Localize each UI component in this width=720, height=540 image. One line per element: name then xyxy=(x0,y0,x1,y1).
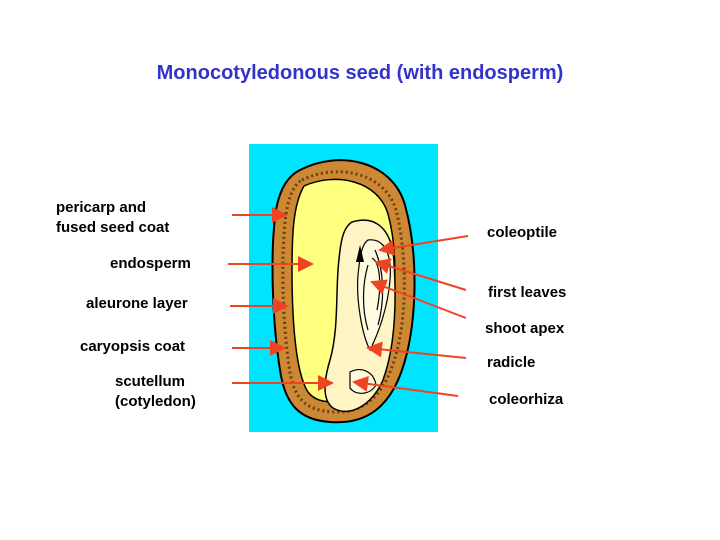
arrow-shoot-apex xyxy=(370,279,467,319)
diagram-title: Monocotyledonous seed (with endosperm) xyxy=(156,62,564,84)
aleurone-layer xyxy=(281,170,406,414)
label-caryopsis: caryopsis coat xyxy=(80,338,186,355)
label-first-leaves: first leaves xyxy=(488,284,567,301)
label-radicle: radicle xyxy=(487,354,536,371)
label-scutellum: scutellum (cotyledon) xyxy=(115,373,196,410)
label-endosperm: endosperm xyxy=(110,255,191,272)
arrow-coleorhiza xyxy=(352,375,459,397)
shoot-apex-shape xyxy=(356,245,364,262)
arrow-coleoptile xyxy=(378,235,469,256)
label-coleoptile: coleoptile xyxy=(487,224,558,241)
arrow-radicle xyxy=(366,341,467,359)
label-pericarp: pericarp and fused seed coat xyxy=(56,199,170,236)
arrow-first-leaves xyxy=(374,258,467,291)
label-coleorhiza: coleorhiza xyxy=(489,391,564,408)
label-aleurone: aleurone layer xyxy=(86,295,188,312)
label-shoot-apex: shoot apex xyxy=(485,320,565,337)
